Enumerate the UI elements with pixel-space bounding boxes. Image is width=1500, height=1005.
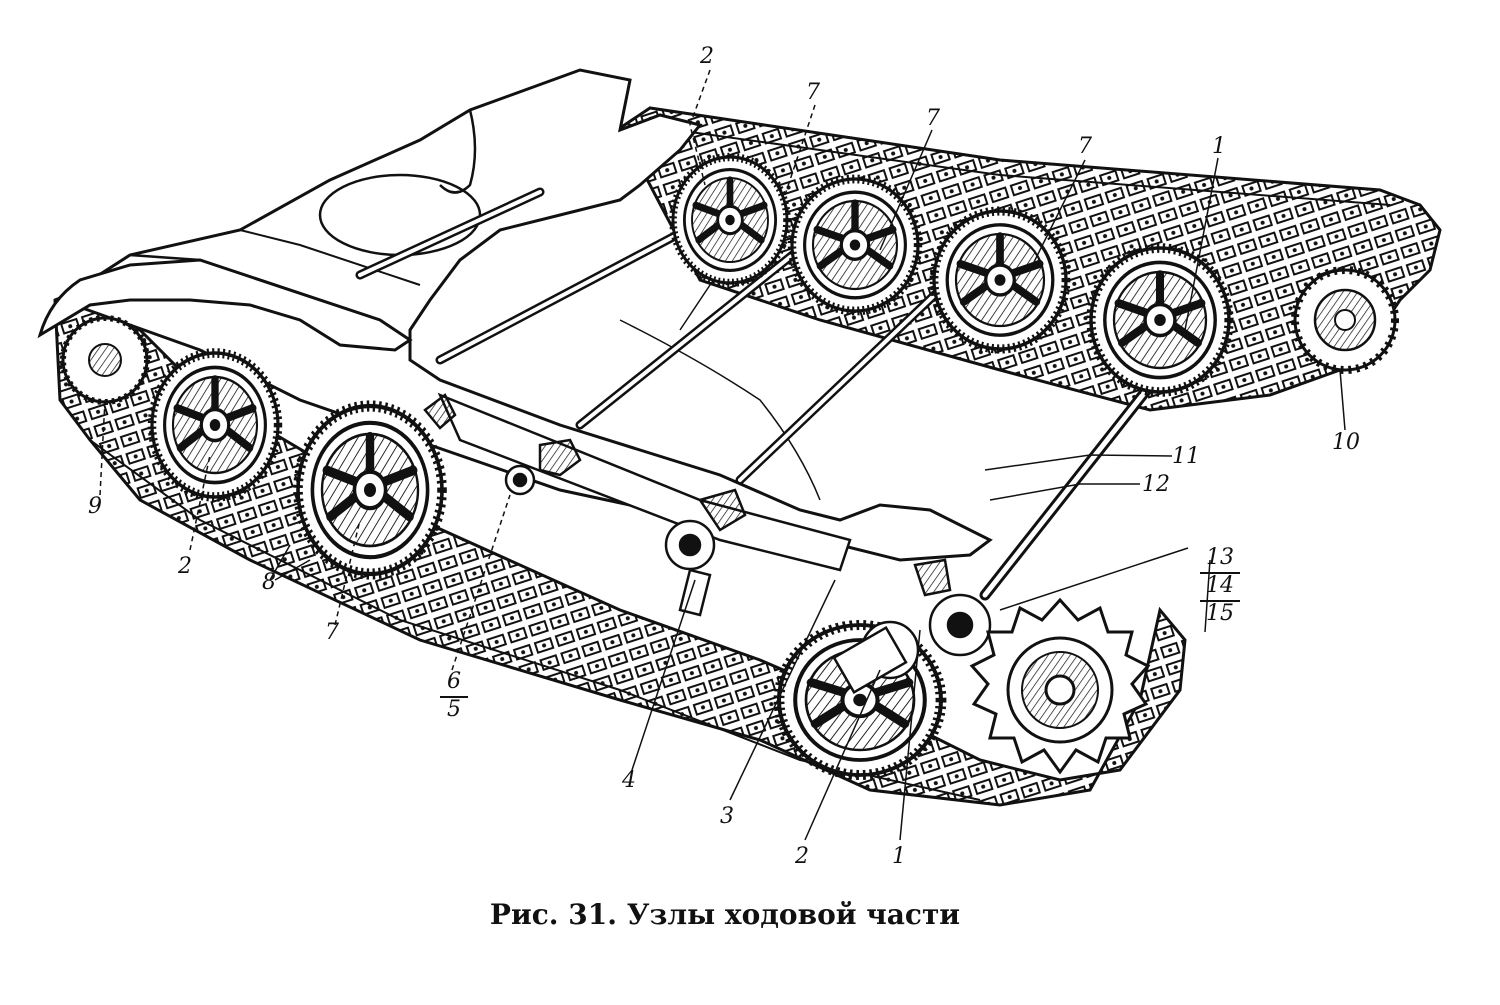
callout-2-left: 2: [178, 554, 192, 579]
callout-7-c: 7: [1078, 134, 1092, 159]
callout-11: 11: [1172, 444, 1200, 469]
leader-lines: [99, 69, 1346, 841]
callout-15: 15: [1206, 601, 1234, 626]
callout-3: 3: [720, 804, 734, 829]
idler-wheel: [1291, 266, 1399, 374]
callout-1-bottom: 1: [892, 844, 906, 869]
callout-13-14-15: 13 14 15: [1200, 546, 1240, 626]
callout-10: 10: [1332, 430, 1360, 455]
callout-2-top: 2: [700, 44, 714, 69]
callout-7-front: 7: [325, 620, 339, 645]
drive-sprocket: [969, 597, 1151, 775]
left-idler: [60, 315, 150, 405]
callout-13: 13: [1200, 546, 1240, 574]
callout-2-bottom: 2: [795, 844, 809, 869]
callout-7-a: 7: [806, 80, 820, 105]
callout-6: 6: [440, 670, 468, 698]
callout-9: 9: [88, 494, 102, 519]
suspension-brackets: [423, 393, 992, 695]
callout-4: 4: [622, 768, 636, 793]
callout-12: 12: [1142, 472, 1170, 497]
callout-6-5: 6 5: [440, 670, 468, 722]
callout-8: 8: [262, 570, 276, 595]
callout-5: 5: [447, 697, 461, 722]
callout-1-top: 1: [1212, 134, 1226, 159]
callout-14: 14: [1200, 574, 1240, 602]
figure-caption: Рис. 31. Узлы ходовой части: [489, 898, 961, 931]
callout-7-b: 7: [926, 106, 940, 131]
